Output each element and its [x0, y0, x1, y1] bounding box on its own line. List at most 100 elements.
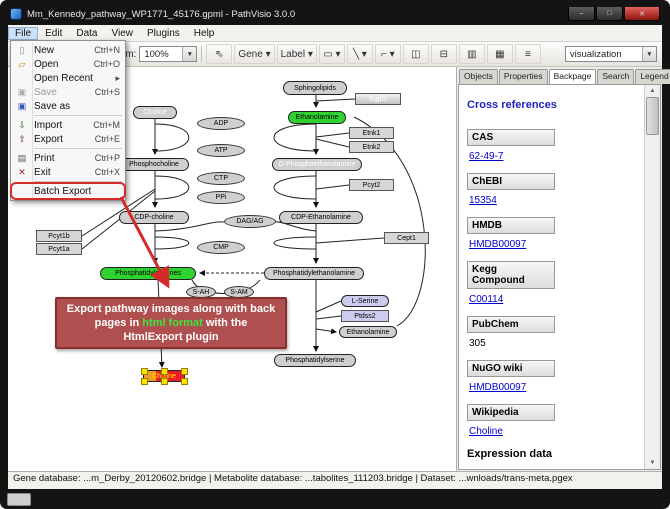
scroll-down-icon[interactable]: ▼: [649, 460, 656, 466]
tab-legend[interactable]: Legend: [635, 69, 670, 84]
menu-data[interactable]: Data: [76, 27, 98, 39]
pathway-node-cmp[interactable]: CMP: [197, 241, 245, 254]
pathway-node-phosphatidylethanolamine[interactable]: Phosphatidylethanolamine: [264, 267, 364, 280]
xref-header: Wikipedia: [467, 404, 555, 421]
pathway-node-ptdss2[interactable]: Ptdss2: [341, 310, 389, 322]
scroll-up-icon[interactable]: ▲: [649, 88, 656, 94]
window-controls: – □ ✕: [567, 7, 660, 21]
menu-item-shortcut: Ctrl+E: [94, 134, 120, 144]
maximize-button[interactable]: □: [596, 7, 623, 21]
xref-value[interactable]: 15354: [469, 195, 497, 206]
pathway-node-ethanolamine[interactable]: Ethanolamine: [339, 326, 397, 338]
pathway-node-o-phosphoethanolamine[interactable]: O-Phosphoethanolamine: [272, 158, 362, 171]
pathway-node-ctp[interactable]: CTP: [197, 172, 245, 185]
tab-properties[interactable]: Properties: [498, 69, 548, 84]
pathway-node-pcyt1b[interactable]: Pcyt1b: [36, 230, 82, 242]
pathway-node-pcyt2[interactable]: Pcyt2: [349, 179, 394, 191]
menu-item-label: Save as: [34, 100, 71, 112]
file-menu-item-open-recent[interactable]: Open Recent▸: [12, 71, 124, 85]
selection-handle[interactable]: [161, 378, 168, 385]
pathway-node-cdp-choline[interactable]: CDP-choline: [119, 211, 189, 224]
file-menu-item-save-as[interactable]: ▣Save as: [12, 99, 124, 113]
pathway-node-dag-ag[interactable]: DAG/AG: [224, 215, 276, 228]
pathway-node-phosphatidylcholines[interactable]: Phosphatidylcholines: [100, 267, 196, 280]
menu-item-label: Print: [34, 152, 55, 164]
selection-handle[interactable]: [161, 368, 168, 375]
selection-handle[interactable]: [141, 368, 148, 375]
zoom-combobox[interactable]: 100% ▼: [139, 46, 198, 62]
selection-handle[interactable]: [181, 368, 188, 375]
close-button[interactable]: ✕: [624, 7, 660, 21]
menubar: File Edit Data View Plugins Help: [8, 25, 662, 42]
connector-tool-button[interactable]: ⌐ ▾: [374, 44, 401, 64]
menu-item-shortcut: Ctrl+M: [93, 120, 120, 130]
pathway-node-choline[interactable]: Choline: [141, 368, 188, 385]
sidebar-scrollbar[interactable]: ▲ ▼: [644, 85, 660, 469]
pathway-node-atp[interactable]: ATP: [197, 144, 245, 157]
tab-search[interactable]: Search: [597, 69, 635, 84]
file-menu-item-batch-export[interactable]: Batch Export: [12, 184, 124, 198]
chevron-down-icon[interactable]: ▼: [182, 47, 197, 61]
pathway-node-ethanolamine[interactable]: Ethanolamine: [288, 111, 346, 124]
pathway-node-cept1[interactable]: Cept1: [384, 232, 429, 244]
pathway-node-etnk1[interactable]: Etnk1: [349, 127, 394, 139]
align-center-y-button[interactable]: ⊟: [430, 44, 457, 64]
xref-value[interactable]: C00114: [469, 294, 504, 305]
selection-handle[interactable]: [141, 378, 148, 385]
menu-plugins[interactable]: Plugins: [146, 27, 180, 39]
line-tool-button[interactable]: ╲ ▾: [346, 44, 373, 64]
pathway-node-l-serine[interactable]: L-Serine: [341, 295, 389, 307]
pathway-node-sphingolipids[interactable]: Sphingolipids: [283, 81, 347, 95]
pathway-node-sgpl1[interactable]: Sgpl1: [355, 93, 401, 105]
pathway-node-phosphocholine[interactable]: Phosphocholine: [119, 158, 189, 171]
menu-item-label: Open: [34, 58, 59, 70]
visualization-value: visualization: [569, 48, 622, 60]
pathway-node-etnk2[interactable]: Etnk2: [349, 141, 394, 153]
xref-value[interactable]: HMDB00097: [469, 382, 527, 393]
scroll-track[interactable]: [646, 97, 659, 457]
menu-help[interactable]: Help: [193, 27, 215, 39]
window-resize-fragment: [7, 493, 31, 506]
pathway-node-adp[interactable]: ADP: [197, 117, 245, 130]
xref-value[interactable]: Choline: [469, 426, 503, 437]
scroll-thumb[interactable]: [646, 97, 659, 135]
menu-file[interactable]: File: [8, 26, 39, 40]
menu-item-shortcut: ▸: [115, 72, 120, 83]
tab-backpage[interactable]: Backpage: [548, 69, 597, 84]
menu-edit[interactable]: Edit: [45, 27, 63, 39]
menu-item-label: Exit: [34, 166, 51, 178]
stack-vertical-button[interactable]: ≡: [514, 44, 541, 64]
pathway-node-phosphatidylserine[interactable]: Phosphatidylserine: [274, 354, 356, 367]
selection-handle[interactable]: [181, 378, 188, 385]
pathway-node-ppi[interactable]: PPi: [197, 191, 245, 204]
xref-value[interactable]: HMDB00097: [469, 239, 527, 250]
align-center-x-button[interactable]: ◫: [402, 44, 429, 64]
tab-objects[interactable]: Objects: [459, 69, 498, 84]
pathway-node-cdp-ethanolamine[interactable]: CDP-Ethanolamine: [279, 211, 363, 224]
pathway-node-choline[interactable]: Choline: [133, 106, 177, 119]
select-tool-button[interactable]: ⇖: [206, 44, 233, 64]
minimize-button[interactable]: –: [568, 7, 595, 21]
label-tool-button[interactable]: Label ▾: [276, 44, 317, 64]
xref-value[interactable]: 62-49-7: [469, 151, 504, 162]
pathway-node-pcyt1a[interactable]: Pcyt1a: [36, 243, 82, 255]
shape-tool-button[interactable]: ▭ ▾: [318, 44, 345, 64]
datanode-gene-button[interactable]: Gene ▾: [234, 44, 275, 64]
visualization-combobox[interactable]: visualization ▼: [564, 46, 657, 62]
chevron-down-icon[interactable]: ▼: [641, 47, 656, 61]
align-top-button[interactable]: ▦: [486, 44, 513, 64]
menu-view[interactable]: View: [111, 27, 133, 39]
print-icon: ▤: [17, 152, 27, 163]
align-left-button[interactable]: ▥: [458, 44, 485, 64]
